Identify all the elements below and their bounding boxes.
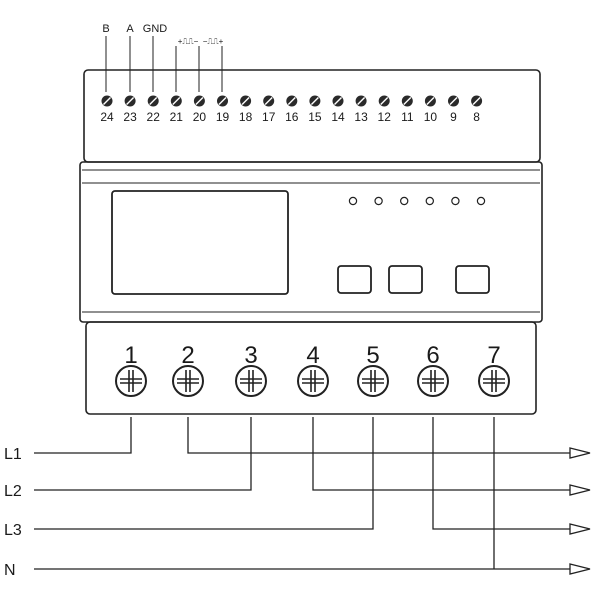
top-terminal: 23 [123, 95, 137, 124]
wire-l1-in [34, 417, 132, 454]
top-terminal-row: 24 23 22 21 20 19 18 17 16 15 14 13 12 11 10 9 8 [100, 95, 483, 124]
bottom-terminal-number: 6 [426, 342, 439, 369]
label-pulse-1: +⎍⎍− [178, 37, 199, 46]
top-terminal-number: 20 [193, 110, 207, 124]
line-label: N [4, 562, 16, 579]
arrow-l1 [569, 447, 591, 459]
top-terminal-number: 10 [424, 110, 438, 124]
arrow-n [569, 563, 591, 575]
meter-button[interactable] [337, 265, 372, 294]
bottom-terminal: 5 [357, 342, 389, 397]
meter-bottom-terminal-block [85, 321, 537, 415]
terminal-screw-icon [115, 365, 147, 397]
button-row [337, 265, 490, 294]
status-led-row [348, 196, 486, 206]
top-terminal-number: 11 [401, 110, 414, 124]
bottom-terminal: 7 [478, 342, 510, 397]
bottom-terminal: 1 [115, 342, 147, 397]
line-label: L2 [4, 483, 22, 500]
top-terminal-number: 16 [285, 110, 299, 124]
top-terminal-number: 8 [473, 110, 480, 124]
top-terminal-number: 21 [170, 110, 184, 124]
label-b: B [102, 23, 109, 35]
meter-body [79, 161, 543, 323]
bottom-terminal: 3 [235, 342, 267, 397]
bottom-terminal-number: 2 [181, 342, 194, 369]
terminal-screw-icon [417, 365, 449, 397]
meter-button[interactable] [455, 265, 490, 294]
bottom-terminal-number: 4 [306, 342, 319, 369]
top-terminal: 9 [448, 95, 459, 124]
line-label: L3 [4, 522, 22, 539]
top-terminal-number: 12 [378, 110, 392, 124]
bottom-terminal: 6 [417, 342, 449, 397]
terminal-screw-icon [235, 365, 267, 397]
top-terminal-number: 24 [100, 110, 114, 124]
top-terminal: 17 [262, 95, 276, 124]
top-terminal: 19 [216, 95, 230, 124]
top-terminal-number: 22 [147, 110, 161, 124]
top-terminal-number: 14 [331, 110, 345, 124]
line-label: L1 [4, 446, 22, 463]
bottom-terminal-number: 7 [487, 342, 500, 369]
wire-l2-in [34, 417, 252, 491]
top-terminal: 13 [354, 95, 368, 124]
status-led [476, 196, 486, 206]
lcd-display [111, 190, 289, 295]
meter-button[interactable] [388, 265, 423, 294]
label-pulse-2: −⎍⎍+ [203, 37, 224, 46]
wire-l3-in [34, 417, 374, 530]
top-terminal-number: 15 [308, 110, 322, 124]
top-terminal: 18 [239, 95, 253, 124]
top-terminal: 21 [170, 95, 184, 124]
bottom-terminal: 4 [297, 342, 329, 397]
top-terminal: 12 [378, 95, 392, 124]
bottom-terminal: 2 [172, 342, 204, 397]
terminal-screw-icon [478, 365, 510, 397]
top-terminal-number: 13 [354, 110, 368, 124]
status-led [425, 196, 434, 206]
top-terminal: 24 [100, 95, 114, 124]
label-a: A [126, 23, 134, 35]
bottom-terminal-row: 1 2 3 4 5 6 7 [115, 342, 510, 397]
bottom-terminal-number: 1 [124, 342, 137, 369]
bottom-terminal-number: 3 [244, 342, 257, 369]
top-terminal: 14 [331, 95, 345, 124]
arrow-l2 [569, 484, 591, 496]
label-gnd: GND [143, 23, 168, 35]
wire-l2-out [312, 417, 570, 491]
status-led [374, 196, 383, 206]
status-led [400, 196, 409, 206]
top-terminal-number: 9 [450, 110, 457, 124]
top-terminal: 10 [424, 95, 438, 124]
top-terminal-number: 23 [123, 110, 137, 124]
wire-l3-out [432, 417, 570, 530]
top-terminal: 22 [147, 95, 161, 124]
top-terminal-number: 19 [216, 110, 230, 124]
top-terminal: 11 [401, 95, 414, 124]
terminal-screw-icon [357, 365, 389, 397]
wire-l1-out [187, 417, 570, 454]
top-terminal-number: 18 [239, 110, 253, 124]
top-terminal: 16 [285, 95, 299, 124]
status-led [348, 196, 358, 206]
top-terminal: 20 [193, 95, 207, 124]
terminal-screw-icon [297, 365, 329, 397]
bottom-terminal-number: 5 [366, 342, 379, 369]
arrow-l3 [569, 523, 591, 535]
top-terminal: 8 [471, 95, 483, 124]
terminal-screw-icon [172, 365, 204, 397]
top-terminal-number: 17 [262, 110, 276, 124]
status-led [451, 196, 460, 206]
top-terminal: 15 [308, 95, 322, 124]
